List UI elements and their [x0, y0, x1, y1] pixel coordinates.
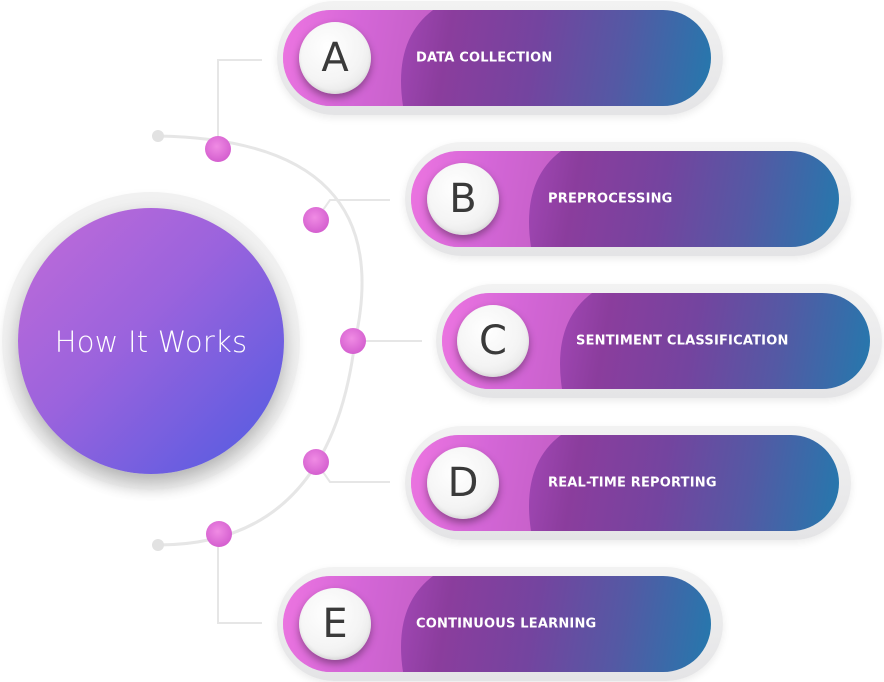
step-c-letter: C [479, 318, 507, 364]
step-e-badge: E [299, 588, 371, 660]
step-a-label: DATA COLLECTION [416, 50, 553, 66]
step-a: A DATA COLLECTION [277, 1, 723, 115]
step-d-letter: D [447, 460, 479, 506]
step-a-badge: A [299, 22, 371, 94]
step-b-badge: B [427, 163, 499, 235]
hub-title: How It Works [54, 325, 248, 359]
step-b-bar: B PREPROCESSING [411, 151, 839, 247]
step-e-letter: E [322, 601, 348, 647]
connector-a [217, 59, 262, 148]
step-d: D REAL-TIME REPORTING [405, 426, 851, 540]
step-e-bar: E CONTINUOUS LEARNING [283, 576, 711, 672]
step-c-label: SENTIMENT CLASSIFICATION [576, 333, 789, 349]
step-c: C SENTIMENT CLASSIFICATION [436, 284, 882, 398]
step-d-badge: D [427, 447, 499, 519]
step-b: B PREPROCESSING [405, 142, 851, 256]
step-c-badge: C [457, 305, 529, 377]
node-dot-d [303, 449, 329, 475]
arc-end-cap-bottom [152, 539, 164, 551]
node-dot-a [205, 136, 231, 162]
step-d-bar: D REAL-TIME REPORTING [411, 435, 839, 531]
connector-e [217, 535, 262, 624]
step-d-label: REAL-TIME REPORTING [548, 475, 717, 491]
node-dot-e [206, 521, 232, 547]
node-dot-b [303, 207, 329, 233]
step-c-bar: C SENTIMENT CLASSIFICATION [442, 293, 870, 389]
step-a-bar: A DATA COLLECTION [283, 10, 711, 106]
node-dot-c [340, 328, 366, 354]
hub-circle: How It Works [18, 208, 284, 474]
step-e: E CONTINUOUS LEARNING [277, 567, 723, 681]
step-a-letter: A [321, 35, 349, 81]
step-e-label: CONTINUOUS LEARNING [416, 616, 597, 632]
step-b-label: PREPROCESSING [548, 191, 673, 207]
step-b-letter: B [449, 176, 477, 222]
arc-end-cap-top [152, 130, 164, 142]
